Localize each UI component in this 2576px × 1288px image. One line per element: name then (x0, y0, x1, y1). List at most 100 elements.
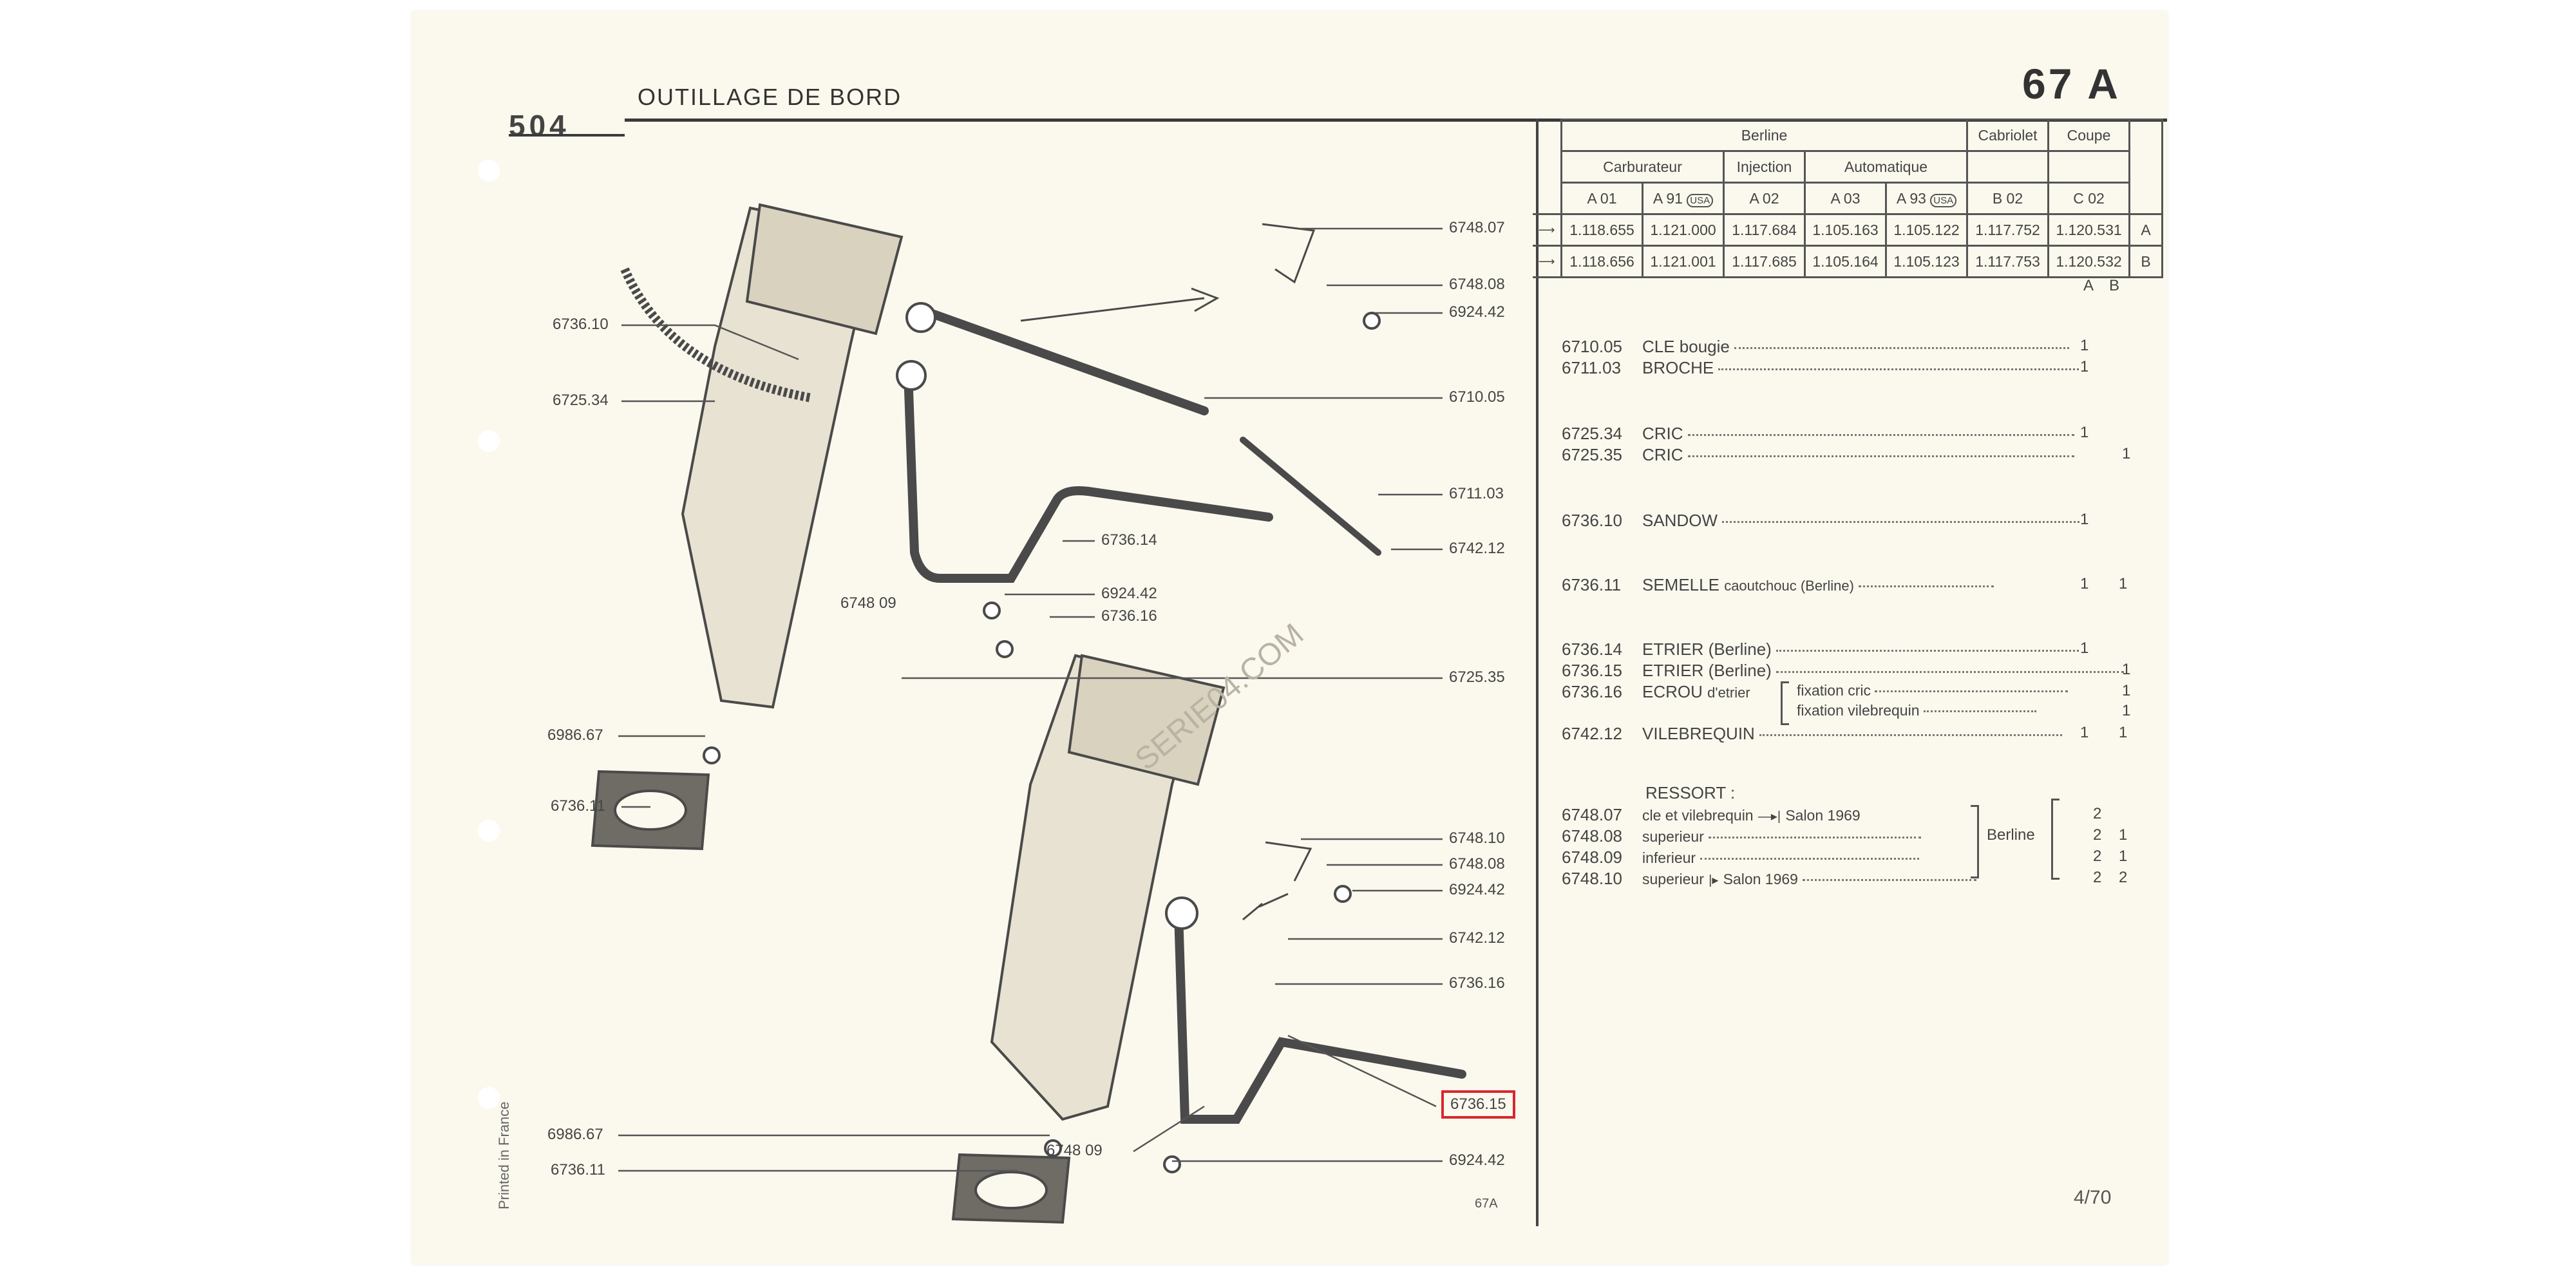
callout-6748-09: 6748 09 (840, 594, 896, 612)
callout-6748-08: 6748.08 (1449, 276, 1505, 293)
spark-plug-key (929, 310, 1209, 415)
callout-6924-42: 6924.42 (1449, 303, 1505, 321)
qty-b: 1 (2119, 575, 2128, 592)
header-coupe: Coupe (2047, 118, 2130, 152)
callout-6736-16: 6736.16 (1449, 974, 1505, 992)
binder-hole (478, 430, 500, 452)
model-rule (509, 134, 625, 137)
callout-6736-15-highlighted: 6736.15 (1441, 1090, 1515, 1119)
column-label-a: A (2083, 277, 2094, 294)
crank-upper (904, 368, 1273, 583)
qty-b: 2 (2119, 869, 2128, 886)
qty-a: 1 (2080, 424, 2089, 441)
model-number: 504 (509, 109, 570, 142)
code-a91: A 91 USA (1642, 182, 1725, 215)
callout-6711-03: 6711.03 (1449, 485, 1504, 502)
code-c02: C 02 (2047, 182, 2130, 215)
callout-6710-05: 6710.05 (1449, 388, 1505, 406)
callout-6986-67: 6986.67 (547, 1126, 603, 1143)
callout-6924-42: 6924.42 (1449, 1151, 1505, 1169)
callout-6736-11: 6736.11 (551, 1161, 605, 1179)
column-divider (1536, 118, 1539, 1226)
binder-hole (478, 160, 500, 182)
section-heading: RESSORT : (1645, 783, 1736, 802)
callout-6725-34: 6725.34 (553, 392, 609, 409)
callout-6736-14: 6736.14 (1101, 531, 1157, 549)
code-a03: A 03 (1804, 182, 1887, 215)
catalog-page: 504 OUTILLAGE DE BORD 67 A (412, 12, 2167, 1264)
callout-6736-10: 6736.10 (553, 316, 609, 333)
header-injection: Injection (1723, 150, 1806, 184)
callout-6742-12: 6742.12 (1449, 540, 1505, 557)
qty-a: 1 (2080, 639, 2089, 657)
qty-b: 1 (2122, 682, 2131, 699)
qty-b: 1 (2119, 848, 2128, 865)
code-a93: A 93 USA (1885, 182, 1968, 215)
qty-b: 1 (2122, 661, 2131, 678)
code-a02: A 02 (1723, 182, 1806, 215)
bracket (1971, 805, 1979, 878)
callout-6748-09: 6748 09 (1046, 1142, 1103, 1159)
list-item-option: fixation vilebrequin (1797, 702, 2036, 719)
qty-b: 1 (2119, 826, 2128, 844)
qty-a: 1 (2080, 337, 2089, 354)
binder-hole (478, 820, 500, 842)
callout-6924-42: 6924.42 (1449, 881, 1505, 898)
bracket (1781, 681, 1789, 725)
qty-a: 1 (2080, 575, 2089, 592)
callout-6742-12: 6742.12 (1449, 929, 1505, 947)
header-automatique: Automatique (1804, 150, 1967, 184)
code-b02: B 02 (1966, 182, 2049, 215)
page-number-code: 67 A (2022, 60, 2121, 108)
jack-upper-plate (745, 203, 904, 336)
callout-6736-16: 6736.16 (1101, 607, 1157, 625)
table-row-a: ⟶ 1.118.655 1.121.000 1.117.684 1.105.16… (1533, 213, 2163, 247)
qty-a: 2 (2093, 869, 2102, 886)
binder-hole (478, 1087, 500, 1109)
crank-lower (1174, 909, 1466, 1124)
page-title: OUTILLAGE DE BORD (638, 84, 902, 110)
callout-6924-42: 6924.42 (1101, 585, 1157, 602)
qty-b: 1 (2119, 724, 2128, 741)
table-row-b: ⟶ 1.118.656 1.121.001 1.117.685 1.105.16… (1533, 245, 2163, 278)
pin-rod (1240, 437, 1381, 556)
qty-a: 2 (2093, 826, 2102, 844)
callout-6748-07: 6748.07 (1449, 219, 1505, 236)
callout-6748-10: 6748.10 (1449, 829, 1505, 847)
qty-a: 1 (2080, 724, 2089, 741)
group-label: Berline (1987, 826, 2035, 844)
bracket (2051, 799, 2060, 880)
qty-b: 1 (2122, 445, 2131, 462)
header-cabriolet: Cabriolet (1966, 118, 2049, 152)
callout-6748-08: 6748.08 (1449, 855, 1505, 873)
jack-lower-plate (1067, 654, 1226, 786)
callout-6725-35: 6725.35 (1449, 668, 1505, 686)
qty-a: 1 (2080, 511, 2089, 528)
qty-a: 1 (2080, 358, 2089, 375)
jack-upper-spring (620, 267, 813, 402)
column-label-b: B (2109, 277, 2120, 294)
application-table: Berline Cabriolet Coupe Carburateur Inje… (1533, 118, 2163, 278)
qty-a: 2 (2093, 848, 2102, 865)
figure-code: 67A (1475, 1197, 1498, 1211)
qty-a: 2 (2093, 805, 2102, 822)
header-carburateur: Carburateur (1560, 150, 1725, 184)
callout-6986-67: 6986.67 (547, 726, 603, 744)
header-berline: Berline (1560, 118, 1968, 152)
qty-b: 1 (2122, 702, 2131, 719)
header-rule (625, 118, 2167, 122)
